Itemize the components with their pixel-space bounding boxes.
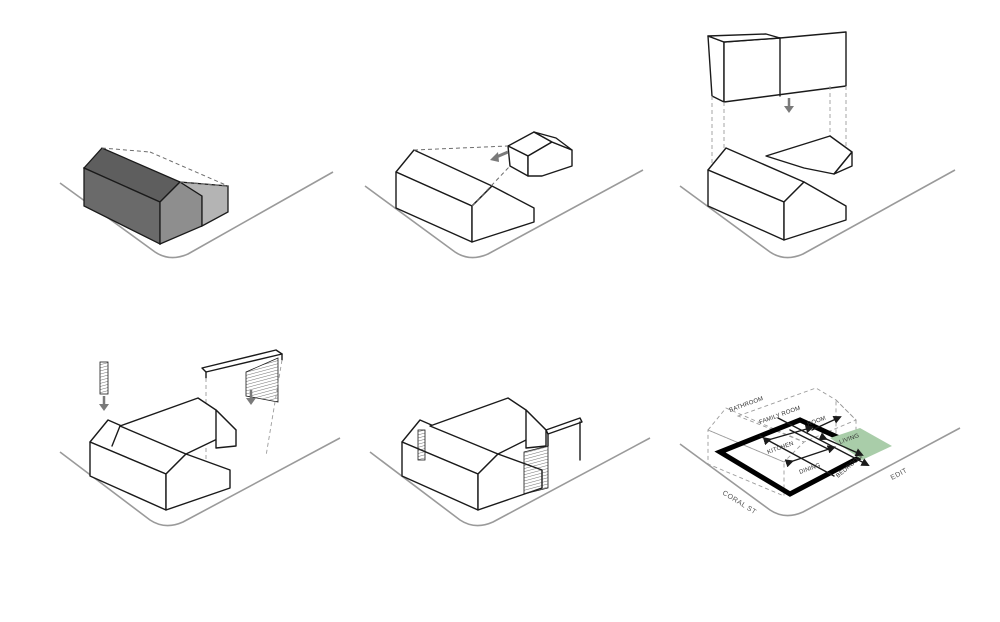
house-final-massing: [401, 397, 583, 511]
step-2-panel: [364, 131, 644, 259]
room-label-bathroom: BATHROOM: [729, 396, 765, 414]
street-corner-2: [364, 169, 644, 259]
room-label-dining: DINING: [799, 463, 822, 476]
house-mass-shaded: [82, 147, 229, 246]
street-corner-4: [59, 437, 341, 527]
street-corner-5: [369, 437, 651, 527]
pergola-beam: [201, 349, 283, 379]
step-1-panel: [59, 147, 334, 259]
street-corner-6: [679, 427, 961, 517]
house-with-roof-mass: [707, 135, 853, 241]
step-3-panel: [679, 31, 956, 259]
step-6-panel: CORAL ST EDIT FAMILY ROOM KITCHEN DINING…: [679, 387, 961, 517]
street-corner-3: [679, 169, 956, 259]
step-4-panel: [59, 349, 341, 527]
hatched-screen-right: [245, 357, 279, 403]
hatched-screen-left: [99, 361, 109, 395]
house-mass-outline: [395, 149, 535, 243]
room-label-kitchen: KITCHEN: [767, 441, 795, 456]
step-5-panel: [369, 397, 651, 527]
street-label-coral-st: CORAL ST: [721, 490, 758, 517]
roof-mass-floating: [707, 31, 847, 103]
house-combined-4: [89, 397, 237, 511]
street-label-edit: EDIT: [890, 467, 909, 482]
rear-volume: [507, 131, 573, 177]
circulation-arrows: [762, 415, 870, 468]
street-corner-1: [59, 171, 334, 259]
